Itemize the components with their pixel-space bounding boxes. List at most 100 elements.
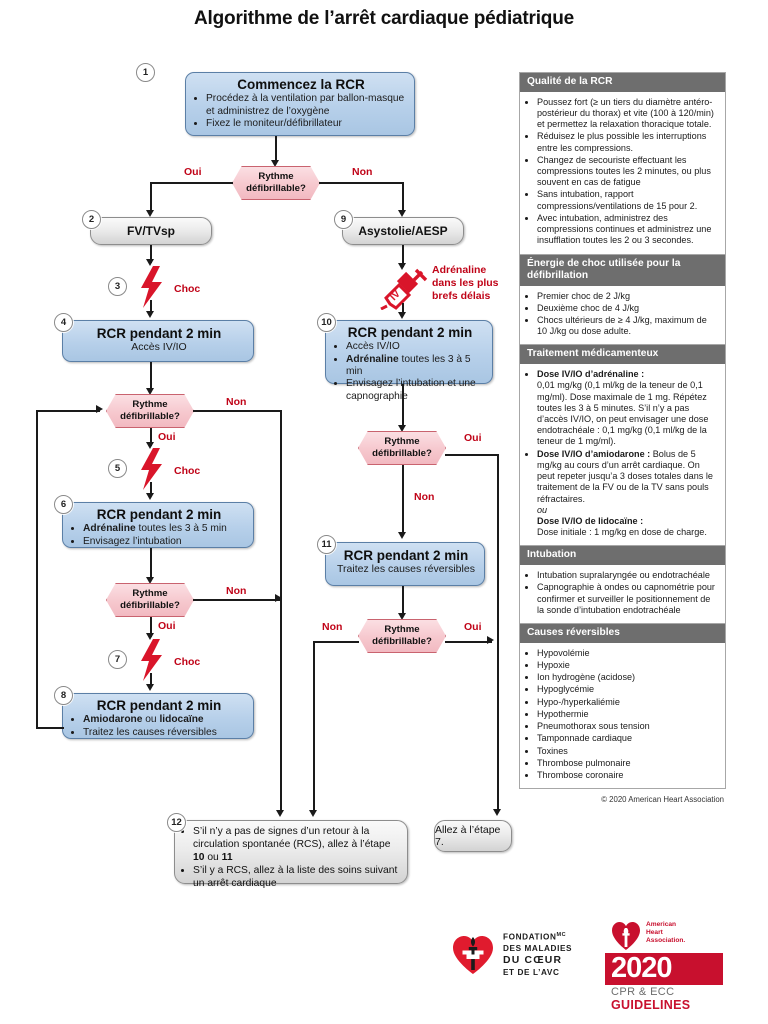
step-11-box[interactable]: RCR pendant 2 min Traitez les causes rév… [325,542,485,586]
arrow-head [146,577,154,584]
decision-line-1: Rythme [258,171,294,183]
connector-d-non [193,599,281,601]
step-2-box[interactable]: FV/TVsp [90,217,212,245]
list-item: Thrombose pulmonaire [537,758,718,769]
step-4-sub: Accès IV/IO [131,341,187,354]
connector-6-to-decision-d [150,548,152,579]
connector-shock7-to-8 [150,673,152,687]
label-epinephrine: Adrénaline dans les plus brefs délais [432,264,499,303]
list-item: Ion hydrogène (acidose) [537,672,718,683]
panel-drug-therapy: Traitement médicamenteux Dose IV/IO d’ad… [519,345,726,547]
connector-d-oui [150,617,152,637]
hsf-line-1: FONDATION [503,932,557,942]
list-item: Envisagez l’intubation [83,536,246,548]
list-item: Pneumothorax sous tension [537,721,718,732]
panel-shock-energy: Énergie de choc utilisée pour la défibri… [519,254,726,346]
step-6-box[interactable]: RCR pendant 2 min Adrénaline toutes les … [62,502,254,548]
decision-rhythm-shockable-d[interactable]: Rythme défibrillable? [106,583,194,617]
list-item: Hypo-/hyperkaliémie [537,697,718,708]
aha-year: 2020 [611,952,673,984]
list-item: Intubation supralaryngée ou endotrachéal… [537,570,718,581]
connector-4-to-decision-b [150,362,152,390]
list-item: Adrénaline toutes les 3 à 5 min [346,354,485,379]
panel-shock-energy-body: Premier choc de 2 J/kg Deuxième choc de … [520,286,725,345]
label-choc-7: Choc [174,656,201,668]
list-item: Accès IV/IO [346,341,485,353]
step-11-sub: Traitez les causes réversibles [337,563,475,576]
goto-step-7-box[interactable]: Allez à l’étape 7. [434,820,512,852]
connector-c-non [402,465,404,535]
connector-a-right-down [402,182,404,212]
step-8-box[interactable]: RCR pendant 2 min Amiodarone ou lidocaïn… [62,693,254,739]
panel-shock-energy-title: Énergie de choc utilisée pour la défibri… [520,254,725,286]
syringe-icon: IV [380,268,428,310]
connector-b-non [193,410,281,412]
step-10-bullets: Accès IV/IO Adrénaline toutes les 3 à 5 … [335,341,485,403]
list-item: Thrombose coronaire [537,770,718,781]
list-item: Dose IV/IO d’amiodarone : Bolus de 5 mg/… [537,449,718,539]
list-item: Hypovolémie [537,648,718,659]
step-number-2: 2 [82,210,101,229]
label-non-c: Non [414,491,435,503]
step-9-box[interactable]: Asystolie/AESP [342,217,464,245]
label-non-d: Non [226,585,247,597]
list-item: Tamponnade cardiaque [537,733,718,744]
list-item: Capnographie à ondes ou capnométrie pour… [537,582,718,616]
connector-epi-to-10 [402,303,404,315]
connector-e-non [313,641,359,643]
step-1-heading: Commencez la RCR [237,77,365,92]
connector-b-non-down [280,410,282,813]
step-number-5: 5 [108,459,127,478]
step-10-box[interactable]: RCR pendant 2 min Accès IV/IO Adrénaline… [325,320,493,402]
list-item: Traitez les causes réversibles [83,727,246,739]
shock-bolt-icon-5 [141,448,162,490]
label-non-e: Non [322,621,343,633]
aha-subtitle-2: GUIDELINES [611,998,691,1012]
step-11-heading: RCR pendant 2 min [343,548,469,563]
panel-intubation: Intubation Intubation supralaryngée ou e… [519,546,726,625]
label-oui-c: Oui [464,432,482,444]
arrow-head [309,810,317,817]
label-oui-a: Oui [184,166,202,178]
list-item: Premier choc de 2 J/kg [537,291,718,302]
connector-1-to-decision-a [275,136,277,162]
list-item: Sans intubation, rapport compressions/ve… [537,189,718,211]
heart-and-stroke-wordmark: FONDATIONMC DES MALADIES DU CŒUR ET DE L… [503,932,572,979]
panel-drug-therapy-body: Dose IV/IO d’adrénaline :0,01 mg/kg (0,1… [520,364,725,545]
copyright-notice: © 2020 American Heart Association [601,795,724,805]
step-1-box[interactable]: Commencez la RCR Procédez à la ventilati… [185,72,415,136]
decision-line-2: défibrillable? [120,600,180,611]
decision-rhythm-shockable-a[interactable]: Rythme défibrillable? [232,166,320,200]
list-item: Changez de secouriste effectuant les com… [537,155,718,189]
step-number-6: 6 [54,495,73,514]
connector-a-right [319,182,403,184]
arrow-head [398,425,406,432]
list-item: Dose IV/IO d’adrénaline :0,01 mg/kg (0,1… [537,369,718,448]
arrow-head [146,259,154,266]
connector-8-loop-up [36,410,38,728]
decision-line-1: Rythme [132,588,168,600]
decision-rhythm-shockable-e[interactable]: Rythme défibrillable? [358,619,446,653]
connector-c-oui-down [497,454,499,812]
arrow-head [275,594,282,602]
step-number-11: 11 [317,535,336,554]
decision-line-2: défibrillable? [372,636,432,647]
list-item: Avec intubation, administrez des compres… [537,213,718,247]
arrow-head [398,613,406,620]
label-choc-3: Choc [174,283,201,295]
list-item: Deuxième choc de 4 J/kg [537,303,718,314]
list-item: S’il n’y a pas de signes d’un retour à l… [193,826,399,865]
decision-rhythm-shockable-b[interactable]: Rythme défibrillable? [106,394,194,428]
step-12-box[interactable]: S’il n’y a pas de signes d’un retour à l… [174,820,408,889]
decision-rhythm-shockable-c[interactable]: Rythme défibrillable? [358,431,446,465]
label-oui-d: Oui [158,620,176,632]
connector-a-left-down [150,182,152,212]
connector-b-oui [150,428,152,446]
hsf-line-4: ET DE L’AVC [503,968,560,978]
connector-e-non-down [313,641,315,813]
label-oui-e: Oui [464,621,482,633]
aha-heart-torch-icon [612,922,640,950]
step-4-box[interactable]: RCR pendant 2 min Accès IV/IO [62,320,254,362]
arrow-head [146,442,154,449]
